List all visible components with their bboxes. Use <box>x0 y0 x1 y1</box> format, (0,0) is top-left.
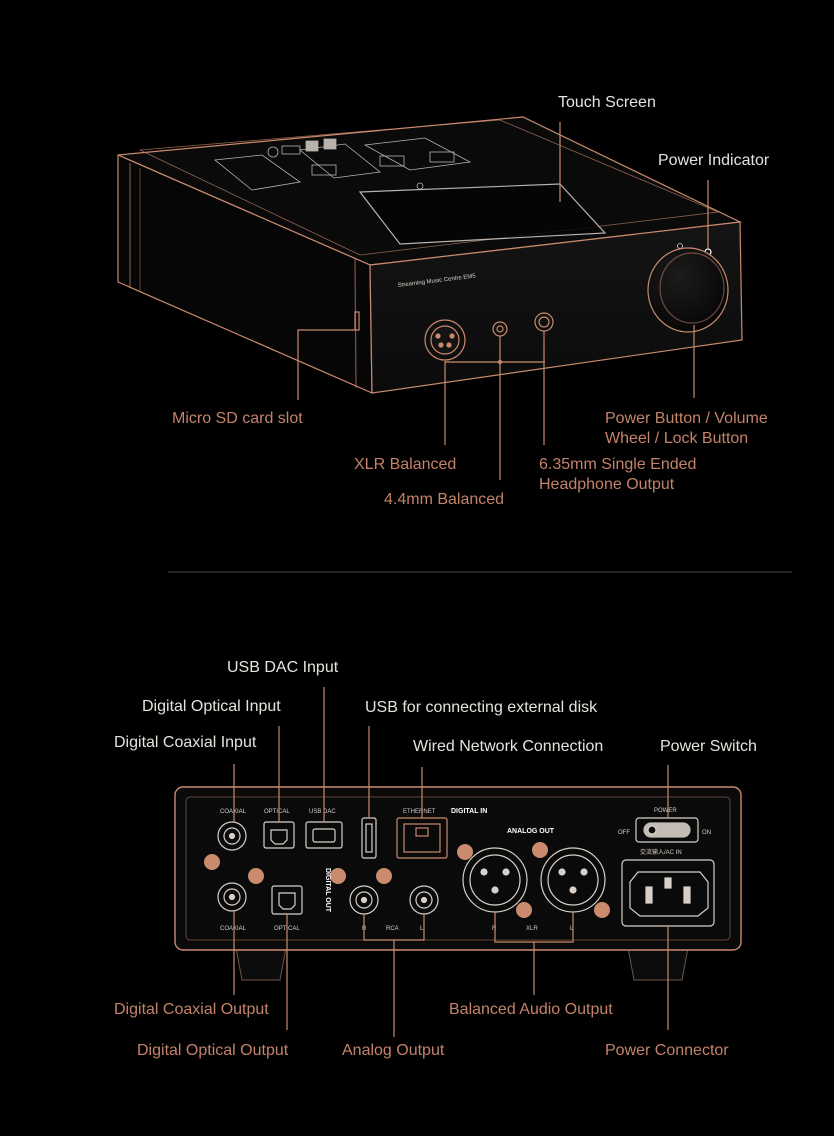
usb-dac-print: USB DAC <box>309 809 336 815</box>
xlr-print: XLR <box>526 926 538 932</box>
ethernet-print: ETHERNET <box>403 809 436 815</box>
callout-balanced-audio-output: Balanced Audio Output <box>449 1001 613 1018</box>
callout-power-indicator: Power Indicator <box>658 152 770 169</box>
callout-digital-coaxial-input: Digital Coaxial Input <box>114 734 257 751</box>
callout-power-button: Power Button / Volume Wheel / Lock Butto… <box>605 410 768 447</box>
callout-power-connector: Power Connector <box>605 1042 729 1059</box>
coaxial-out-print: COAXIAL <box>220 926 247 932</box>
callout-digital-coaxial-output: Digital Coaxial Output <box>114 1001 269 1018</box>
power-switch <box>635 817 699 843</box>
brand-logo-icon <box>267 146 279 158</box>
on-print: ON <box>702 830 711 836</box>
callout-power-switch: Power Switch <box>660 738 757 755</box>
digital-in-print: DIGITAL IN <box>451 808 487 815</box>
power-print: POWER <box>654 808 677 814</box>
callout-balanced-44mm: 4.4mm Balanced <box>384 491 505 508</box>
coaxial-in-print: COAXIAL <box>220 809 247 815</box>
right-foot <box>627 947 689 981</box>
xlr-balanced-jack <box>424 319 466 361</box>
rear-panel-inner <box>185 796 731 941</box>
callout-touch-screen: Touch Screen <box>558 94 656 111</box>
left-foot <box>235 947 287 981</box>
touch-screen-window <box>358 183 607 245</box>
callout-xlr-balanced: XLR Balanced <box>354 456 457 473</box>
callout-micro-sd: Micro SD card slot <box>172 410 303 427</box>
callout-digital-optical-output: Digital Optical Output <box>137 1042 289 1059</box>
rca-l-print: L <box>420 926 424 932</box>
callout-single-ended: 6.35mm Single Ended Headphone Output <box>539 456 697 493</box>
callout-analog-output: Analog Output <box>342 1042 445 1059</box>
optical-in-print: OPTICAL <box>264 809 290 815</box>
top-panel-graphics <box>213 137 607 245</box>
rear-callout-lines <box>233 687 669 1037</box>
front-callout-lines <box>297 122 709 480</box>
rca-print: RCA <box>386 926 399 932</box>
callout-wired-network: Wired Network Connection <box>413 738 604 755</box>
off-print: OFF <box>618 830 630 836</box>
coaxial-input-jack <box>217 821 247 851</box>
panel-screws <box>204 842 610 918</box>
rear-panel-print: COAXIAL OPTICAL USB DAC ETHERNET DIGITAL… <box>220 808 711 932</box>
xlr-l-print: L <box>570 926 574 932</box>
ac-in-print: 交流输入/AC IN <box>640 848 682 856</box>
analog-out-print: ANALOG OUT <box>507 828 555 835</box>
top-control-panel <box>138 119 720 256</box>
micro-sd-slot <box>354 311 360 331</box>
rear-device-illustration: COAXIAL OPTICAL USB DAC ETHERNET DIGITAL… <box>174 786 742 981</box>
callout-digital-optical-input: Digital Optical Input <box>142 698 281 715</box>
volume-knob <box>647 247 729 333</box>
callout-usb-external-disk: USB for connecting external disk <box>365 699 598 716</box>
coaxial-output-jack <box>217 882 247 912</box>
digital-out-print: DIGITAL OUT <box>324 868 331 913</box>
callout-usb-dac-input: USB DAC Input <box>227 659 339 676</box>
device-front-face <box>369 221 743 394</box>
